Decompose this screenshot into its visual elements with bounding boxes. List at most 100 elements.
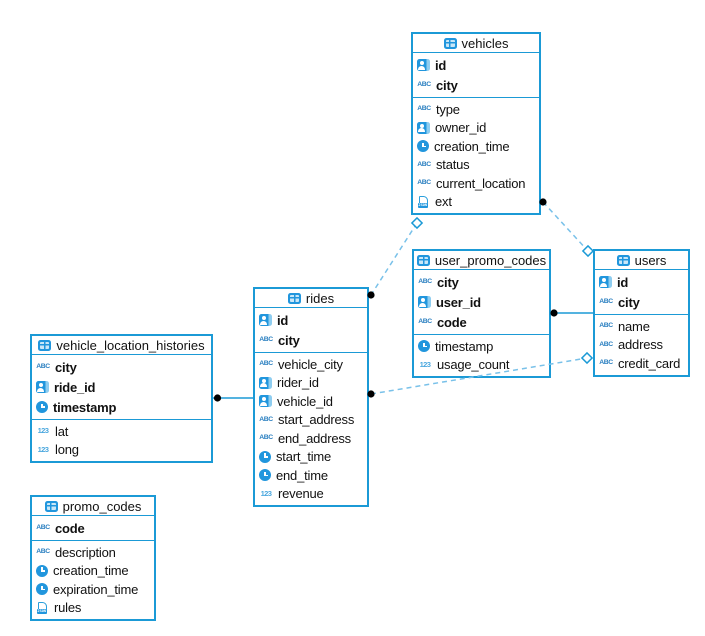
column-row[interactable]: end_address — [255, 429, 367, 448]
column-row[interactable]: address — [595, 336, 688, 355]
column-row[interactable]: timestamp — [32, 397, 211, 417]
column-row[interactable]: start_time — [255, 448, 367, 467]
column-row[interactable]: code — [414, 312, 549, 332]
relation-line-vehicles-users[interactable] — [542, 201, 589, 252]
column-name: current_location — [436, 175, 526, 191]
string-type-icon — [418, 276, 432, 289]
person-icon — [36, 381, 49, 393]
column-name: id — [617, 274, 629, 290]
column-name: owner_id — [435, 120, 487, 136]
column-row[interactable]: owner_id — [413, 119, 539, 138]
string-type-icon — [259, 358, 273, 371]
column-row[interactable]: status — [413, 156, 539, 175]
column-row[interactable]: rules — [32, 599, 154, 618]
relation-diamond — [581, 244, 595, 258]
table-rides[interactable]: rides id city vehicle_city rider_id — [253, 287, 369, 507]
column-row[interactable]: usage_count — [414, 356, 549, 375]
string-type-icon — [417, 103, 431, 116]
number-type-icon — [418, 358, 432, 371]
string-type-icon — [36, 522, 50, 535]
column-row[interactable]: lat — [32, 422, 211, 441]
clock-icon — [418, 340, 430, 353]
table-header[interactable]: vehicle_location_histories — [32, 336, 211, 355]
column-row[interactable]: timestamp — [414, 337, 549, 356]
string-type-icon — [599, 320, 613, 333]
column-row[interactable]: id — [595, 272, 688, 292]
string-type-icon — [599, 338, 613, 351]
table-title: user_promo_codes — [434, 252, 547, 268]
column-row[interactable]: city — [413, 75, 539, 95]
column-row[interactable]: description — [32, 543, 154, 562]
column-row[interactable]: ride_id — [32, 377, 211, 397]
column-row[interactable]: creation_time — [32, 562, 154, 581]
column-row[interactable]: type — [413, 100, 539, 119]
table-vehicle-location-histories[interactable]: vehicle_location_histories city ride_id … — [30, 334, 213, 463]
columns-section: lat long — [32, 420, 211, 461]
table-icon — [616, 254, 630, 266]
table-users[interactable]: users id city name address credi — [593, 249, 690, 377]
column-row[interactable]: city — [32, 357, 211, 377]
column-name: ext — [435, 194, 452, 210]
clock-icon — [259, 450, 271, 463]
string-type-icon — [599, 296, 613, 309]
relation-line-rides-vehicles[interactable] — [370, 222, 418, 296]
column-row[interactable]: city — [255, 330, 367, 350]
key-columns-section: city ride_id timestamp — [32, 355, 211, 420]
string-type-icon — [36, 546, 50, 559]
column-row[interactable]: current_location — [413, 174, 539, 193]
column-name: city — [278, 332, 300, 348]
column-row[interactable]: end_time — [255, 466, 367, 485]
column-name: code — [437, 314, 467, 330]
column-row[interactable]: creation_time — [413, 137, 539, 156]
column-row[interactable]: id — [413, 55, 539, 75]
table-vehicles[interactable]: vehicles id city type owner_id c — [411, 32, 541, 215]
person-icon — [259, 314, 272, 326]
column-row[interactable]: revenue — [255, 485, 367, 504]
columns-section: description creation_time expiration_tim… — [32, 541, 154, 619]
column-row[interactable]: long — [32, 441, 211, 460]
string-type-icon — [36, 361, 50, 374]
column-row[interactable]: start_address — [255, 411, 367, 430]
table-header[interactable]: users — [595, 251, 688, 270]
column-name: lat — [55, 423, 69, 439]
table-header[interactable]: rides — [255, 289, 367, 308]
column-row[interactable]: credit_card — [595, 354, 688, 373]
column-row[interactable]: user_id — [414, 292, 549, 312]
string-type-icon — [259, 432, 273, 445]
person-icon — [599, 276, 612, 288]
string-type-icon — [417, 79, 431, 92]
column-row[interactable]: ext — [413, 193, 539, 212]
table-header[interactable]: vehicles — [413, 34, 539, 53]
column-name: end_address — [278, 430, 351, 446]
column-name: code — [55, 520, 85, 536]
column-row[interactable]: id — [255, 310, 367, 330]
column-name: revenue — [278, 486, 324, 502]
number-type-icon — [36, 443, 50, 456]
column-row[interactable]: city — [414, 272, 549, 292]
column-row[interactable]: expiration_time — [32, 580, 154, 599]
number-type-icon — [36, 425, 50, 438]
column-name: rules — [54, 600, 82, 616]
relation-diamond — [410, 216, 424, 230]
table-promo-codes[interactable]: promo_codes code description creation_ti… — [30, 495, 156, 621]
table-header[interactable]: user_promo_codes — [414, 251, 549, 270]
column-row[interactable]: vehicle_id — [255, 392, 367, 411]
column-row[interactable]: rider_id — [255, 374, 367, 393]
clock-icon — [36, 401, 48, 413]
column-name: id — [277, 312, 289, 328]
table-title: rides — [305, 290, 335, 306]
column-row[interactable]: code — [32, 518, 154, 538]
table-icon — [287, 292, 301, 304]
column-row[interactable]: vehicle_city — [255, 355, 367, 374]
column-row[interactable]: name — [595, 317, 688, 336]
table-title: users — [634, 252, 667, 268]
column-row[interactable]: city — [595, 292, 688, 312]
person-icon — [417, 59, 430, 71]
table-header[interactable]: promo_codes — [32, 497, 154, 516]
table-user-promo-codes[interactable]: user_promo_codes city user_id code times… — [412, 249, 551, 378]
columns-section: name address credit_card — [595, 315, 688, 375]
clock-icon — [259, 469, 271, 482]
column-name: ride_id — [54, 379, 96, 395]
columns-section: type owner_id creation_time status curre… — [413, 98, 539, 213]
column-name: vehicle_city — [278, 356, 343, 372]
